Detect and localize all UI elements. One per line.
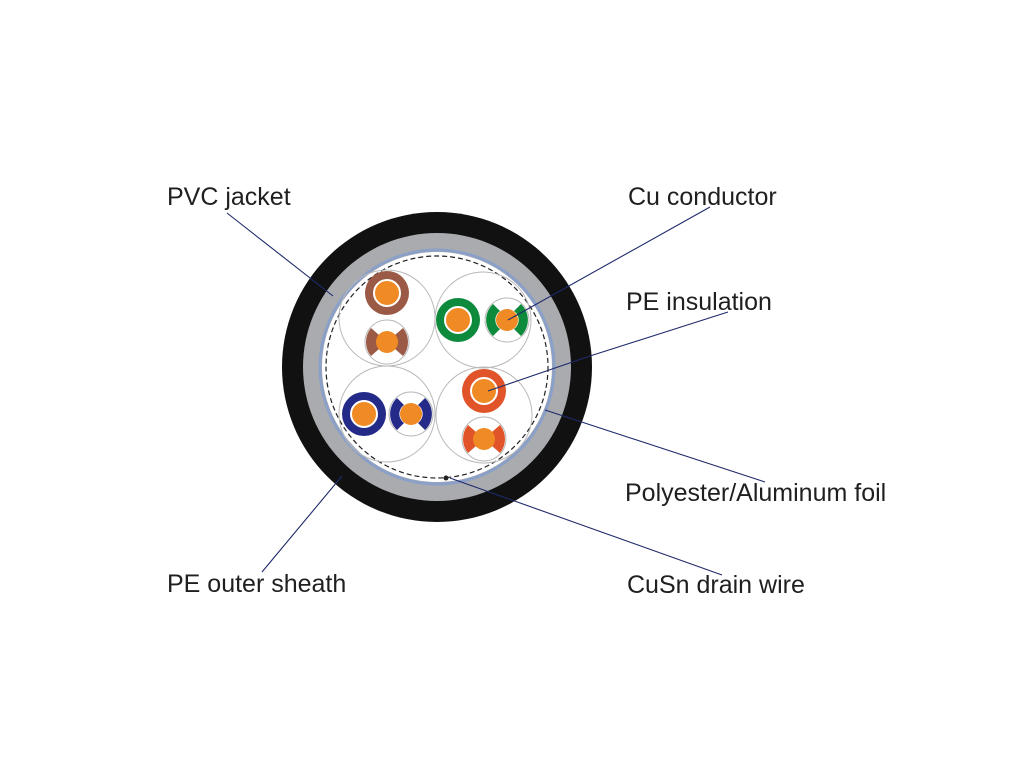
wire-orange-stripe (492, 425, 506, 453)
wire-orange-white-conductor (473, 428, 495, 450)
wire-blue-stripe (390, 398, 404, 430)
pair-binder-circle (338, 365, 436, 463)
leader-pe-insulation (589, 311, 729, 357)
wire-green-stripe (486, 304, 500, 336)
leader-pe-outer-sheath (261, 475, 343, 573)
label-drain-wire: CuSn drain wire (627, 571, 805, 599)
leader-lines (226, 206, 766, 576)
label-pvc-jacket: PVC jacket (167, 183, 291, 211)
cable-cross-section (282, 212, 592, 522)
label-pe-insulation: PE insulation (626, 288, 772, 316)
wire-orange-stripe (462, 425, 476, 453)
leader-cu-conductor (507, 206, 711, 321)
twisted-pair-green (434, 271, 532, 369)
aluminum-foil-ring (318, 248, 556, 486)
drain-wire-boundary (325, 255, 549, 479)
wire-brown-stripe (395, 328, 409, 356)
twisted-pair-blue (338, 365, 436, 463)
label-cu-conductor: Cu conductor (628, 183, 777, 211)
wire-brown-insulation-inner (373, 279, 401, 307)
leader-pvc-jacket (226, 212, 334, 297)
labels: PVC jacket Cu conductor PE insulation Po… (167, 183, 886, 599)
label-pe-outer-sheath: PE outer sheath (167, 570, 346, 598)
twisted-pair-brown (338, 269, 436, 367)
wire-blue-stripe (418, 398, 432, 430)
twisted-pair-orange (435, 366, 533, 464)
drain-wire (443, 475, 449, 481)
wire-green-conductor (444, 306, 472, 334)
wire-green-white-conductor (496, 309, 518, 331)
wire-orange-conductor (470, 377, 498, 405)
leader-drain-wire (449, 477, 723, 576)
wire-green-stripe (514, 304, 528, 336)
label-foil: Polyester/Aluminum foil (625, 479, 886, 507)
wire-brown-white-conductor (376, 331, 398, 353)
pair-binder-circle (435, 366, 533, 464)
wire-blue-conductor (350, 400, 378, 428)
pair-binder-circle (434, 271, 532, 369)
leader-pe-insulation-2 (487, 355, 591, 392)
leader-foil (544, 409, 766, 483)
wire-blue-white-conductor (400, 403, 422, 425)
wire-brown-stripe (365, 328, 379, 356)
